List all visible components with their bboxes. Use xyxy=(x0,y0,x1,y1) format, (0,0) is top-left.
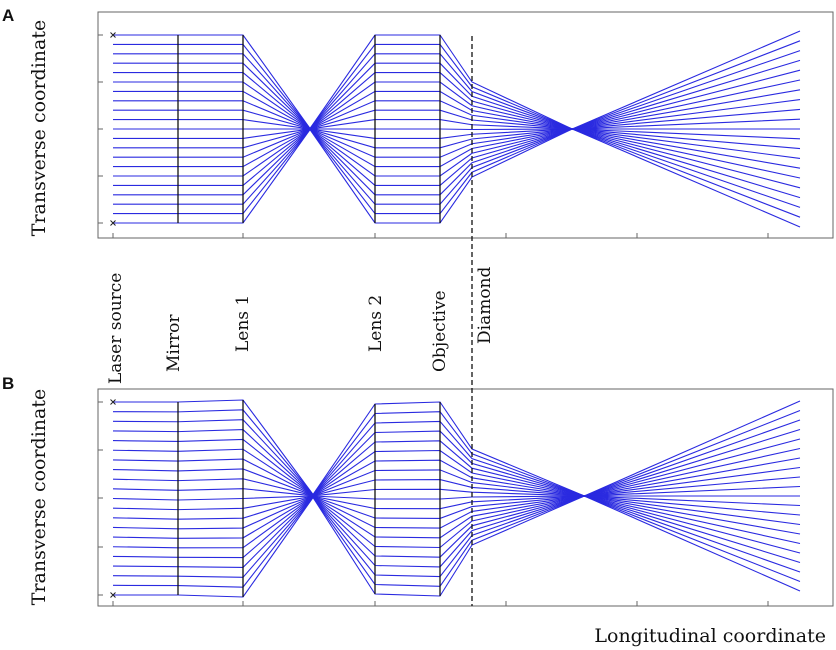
panel-a-optics xyxy=(110,32,441,226)
label-objective: Objective xyxy=(430,290,450,372)
panel-a-frame xyxy=(97,11,834,239)
panel-b-rays xyxy=(112,399,801,598)
label-mirror: Mirror xyxy=(164,314,184,372)
laser-source-marker xyxy=(110,399,116,405)
light-ray xyxy=(112,478,801,516)
light-ray xyxy=(112,495,800,501)
light-ray xyxy=(113,34,801,228)
laser-source-marker xyxy=(110,220,116,226)
panel-b-letter: B xyxy=(2,374,14,393)
light-ray xyxy=(113,72,801,189)
panel-a-ylabel: Transverse coordinate xyxy=(28,20,50,236)
panel-b-ylabel: Transverse coordinate xyxy=(28,389,50,605)
laser-source-marker xyxy=(110,592,116,598)
label-laser-source: Laser source xyxy=(106,273,126,384)
panel-b-optics xyxy=(110,399,441,598)
light-ray xyxy=(113,53,801,208)
label-lens-2: Lens 2 xyxy=(366,295,386,352)
panel-a-rays xyxy=(113,30,801,228)
panel-a: A Transverse coordinate xyxy=(2,6,834,239)
laser-source-marker xyxy=(110,32,116,38)
panel-a-ticks xyxy=(98,34,769,238)
panel-b-ticks xyxy=(98,401,769,606)
element-labels: Laser source Mirror Lens 1 Lens 2 Object… xyxy=(106,266,495,384)
label-diamond: Diamond xyxy=(475,266,495,344)
light-ray xyxy=(113,43,801,218)
label-lens-1: Lens 1 xyxy=(233,295,253,352)
x-axis-label: Longitudinal coordinate xyxy=(594,625,826,647)
light-ray xyxy=(113,128,800,131)
panel-a-letter: A xyxy=(2,6,14,25)
panel-b: B Transverse coordinate xyxy=(2,374,834,607)
